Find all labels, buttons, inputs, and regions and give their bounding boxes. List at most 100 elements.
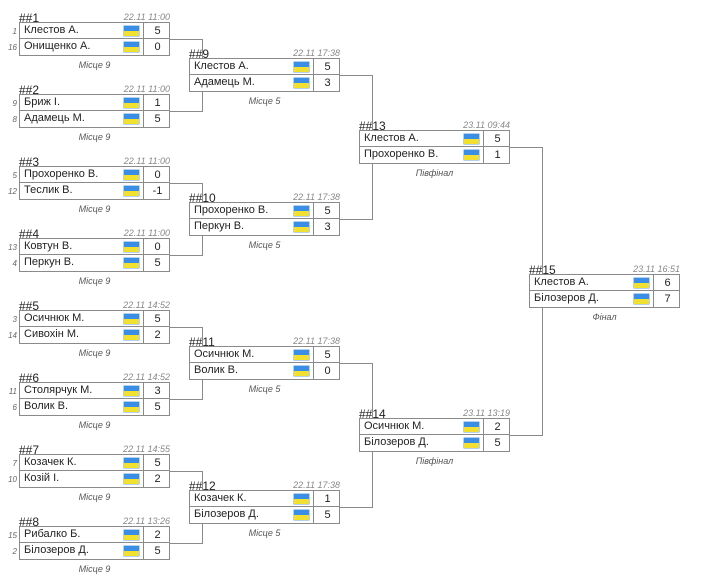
ukraine-flag-icon	[124, 114, 139, 124]
player-row[interactable]: Білозеров Д.5	[189, 507, 340, 524]
player-row[interactable]: Козачек К.1	[189, 490, 340, 507]
player-name[interactable]: Осичнюк М.	[364, 420, 425, 432]
player-name[interactable]: Клестов А.	[364, 132, 419, 144]
ukraine-flag-icon	[124, 330, 139, 340]
player-name[interactable]: Адамець М.	[24, 112, 85, 124]
player-name[interactable]: Осичнюк М.	[24, 312, 85, 324]
ukraine-flag-icon	[634, 294, 649, 304]
match-date: 22.11 11:00	[123, 12, 170, 22]
player-name[interactable]: Білозеров Д.	[24, 544, 89, 556]
match-date: 22.11 17:38	[293, 192, 340, 202]
player-name[interactable]: Перкун В.	[194, 220, 245, 232]
ukraine-flag-icon	[124, 474, 139, 484]
connector-line	[542, 147, 543, 274]
player-name[interactable]: Клестов А.	[24, 24, 79, 36]
player-row[interactable]: Адамець М.3	[189, 75, 340, 92]
player-row[interactable]: Білозеров Д.5	[359, 435, 510, 452]
match-number: ##3	[19, 155, 40, 169]
ukraine-flag-icon	[464, 134, 479, 144]
player-row[interactable]: Прохоренко В. 1	[359, 147, 510, 164]
player-name[interactable]: Бриж І.	[24, 96, 61, 108]
player-name[interactable]: Козачек К.	[24, 456, 77, 468]
player-name[interactable]: Онищенко А.	[24, 40, 91, 52]
ukraine-flag-icon	[294, 222, 309, 232]
ukraine-flag-icon	[124, 386, 139, 396]
match-date: 22.11 14:55	[123, 444, 170, 454]
player-row[interactable]: Прохоренко В.5	[189, 202, 340, 219]
connector-line	[202, 39, 203, 58]
seed-number: 4	[12, 259, 17, 268]
player-score: 0	[143, 167, 171, 182]
player-score: 5	[143, 111, 171, 127]
ukraine-flag-icon	[464, 422, 479, 432]
ukraine-flag-icon	[464, 438, 479, 448]
match-date: 22.11 11:00	[123, 84, 170, 94]
player-row[interactable]: 16 Онищенко А. 0	[8, 39, 171, 56]
connector-line	[202, 471, 203, 490]
match-date: 22.11 11:00	[123, 228, 170, 238]
player-name[interactable]: Осичнюк М.	[194, 348, 255, 360]
connector-line	[202, 380, 203, 399]
player-name[interactable]: Столярчук М.	[24, 384, 93, 396]
player-row[interactable]: Клестов А. 6	[529, 274, 680, 291]
match-date: 22.11 17:38	[293, 336, 340, 346]
connector-line	[202, 524, 203, 543]
player-name[interactable]: Козачек К.	[194, 492, 247, 504]
connector-line	[202, 183, 203, 202]
player-name[interactable]: Білозеров Д.	[364, 436, 429, 448]
seed-number: 6	[12, 403, 17, 412]
player-name[interactable]: Сивохін М.	[24, 328, 80, 340]
player-row[interactable]: Осичнюк М.2	[359, 418, 510, 435]
match-place-label: Місце 9	[78, 132, 111, 142]
player-name[interactable]: Прохоренко В.	[194, 204, 269, 216]
match-number: ##6	[19, 371, 40, 385]
ukraine-flag-icon	[124, 242, 139, 252]
player-name[interactable]: Клестов А.	[194, 60, 249, 72]
player-row[interactable]: Осичнюк М.5	[189, 346, 340, 363]
player-name[interactable]: Прохоренко В.	[364, 148, 439, 160]
player-score: 2	[143, 527, 171, 542]
player-score: 3	[143, 383, 171, 398]
player-name[interactable]: Ковтун В.	[24, 240, 73, 252]
player-name[interactable]: Перкун В.	[24, 256, 75, 268]
player-name[interactable]: Теслик В.	[24, 184, 73, 196]
player-name[interactable]: Прохоренко В.	[24, 168, 99, 180]
player-name[interactable]: Рибалко Б.	[24, 528, 81, 540]
player-name[interactable]: Клестов А.	[534, 276, 589, 288]
player-row[interactable]: Білозеров Д.7	[529, 291, 680, 308]
player-name[interactable]: Адамець М.	[194, 76, 255, 88]
player-name[interactable]: Білозеров Д.	[194, 508, 259, 520]
ukraine-flag-icon	[294, 366, 309, 376]
ukraine-flag-icon	[124, 258, 139, 268]
player-row[interactable]: Волик В.0	[189, 363, 340, 380]
player-name[interactable]: Козій І.	[24, 472, 60, 484]
player-score: 1	[483, 147, 511, 163]
connector-line	[340, 363, 373, 364]
player-name[interactable]: Волик В.	[194, 364, 239, 376]
player-row[interactable]: Клестов А.5	[189, 58, 340, 75]
seed-number: 16	[8, 43, 17, 52]
player-score: 0	[143, 39, 171, 55]
player-name[interactable]: Волик В.	[24, 400, 69, 412]
match-date: 23.11 13:19	[463, 408, 510, 418]
player-score: 5	[143, 23, 171, 38]
player-row[interactable]: Клестов А.5	[359, 130, 510, 147]
player-name[interactable]: Білозеров Д.	[534, 292, 599, 304]
player-row[interactable]: Перкун В.3	[189, 219, 340, 236]
player-score: 6	[653, 275, 681, 290]
